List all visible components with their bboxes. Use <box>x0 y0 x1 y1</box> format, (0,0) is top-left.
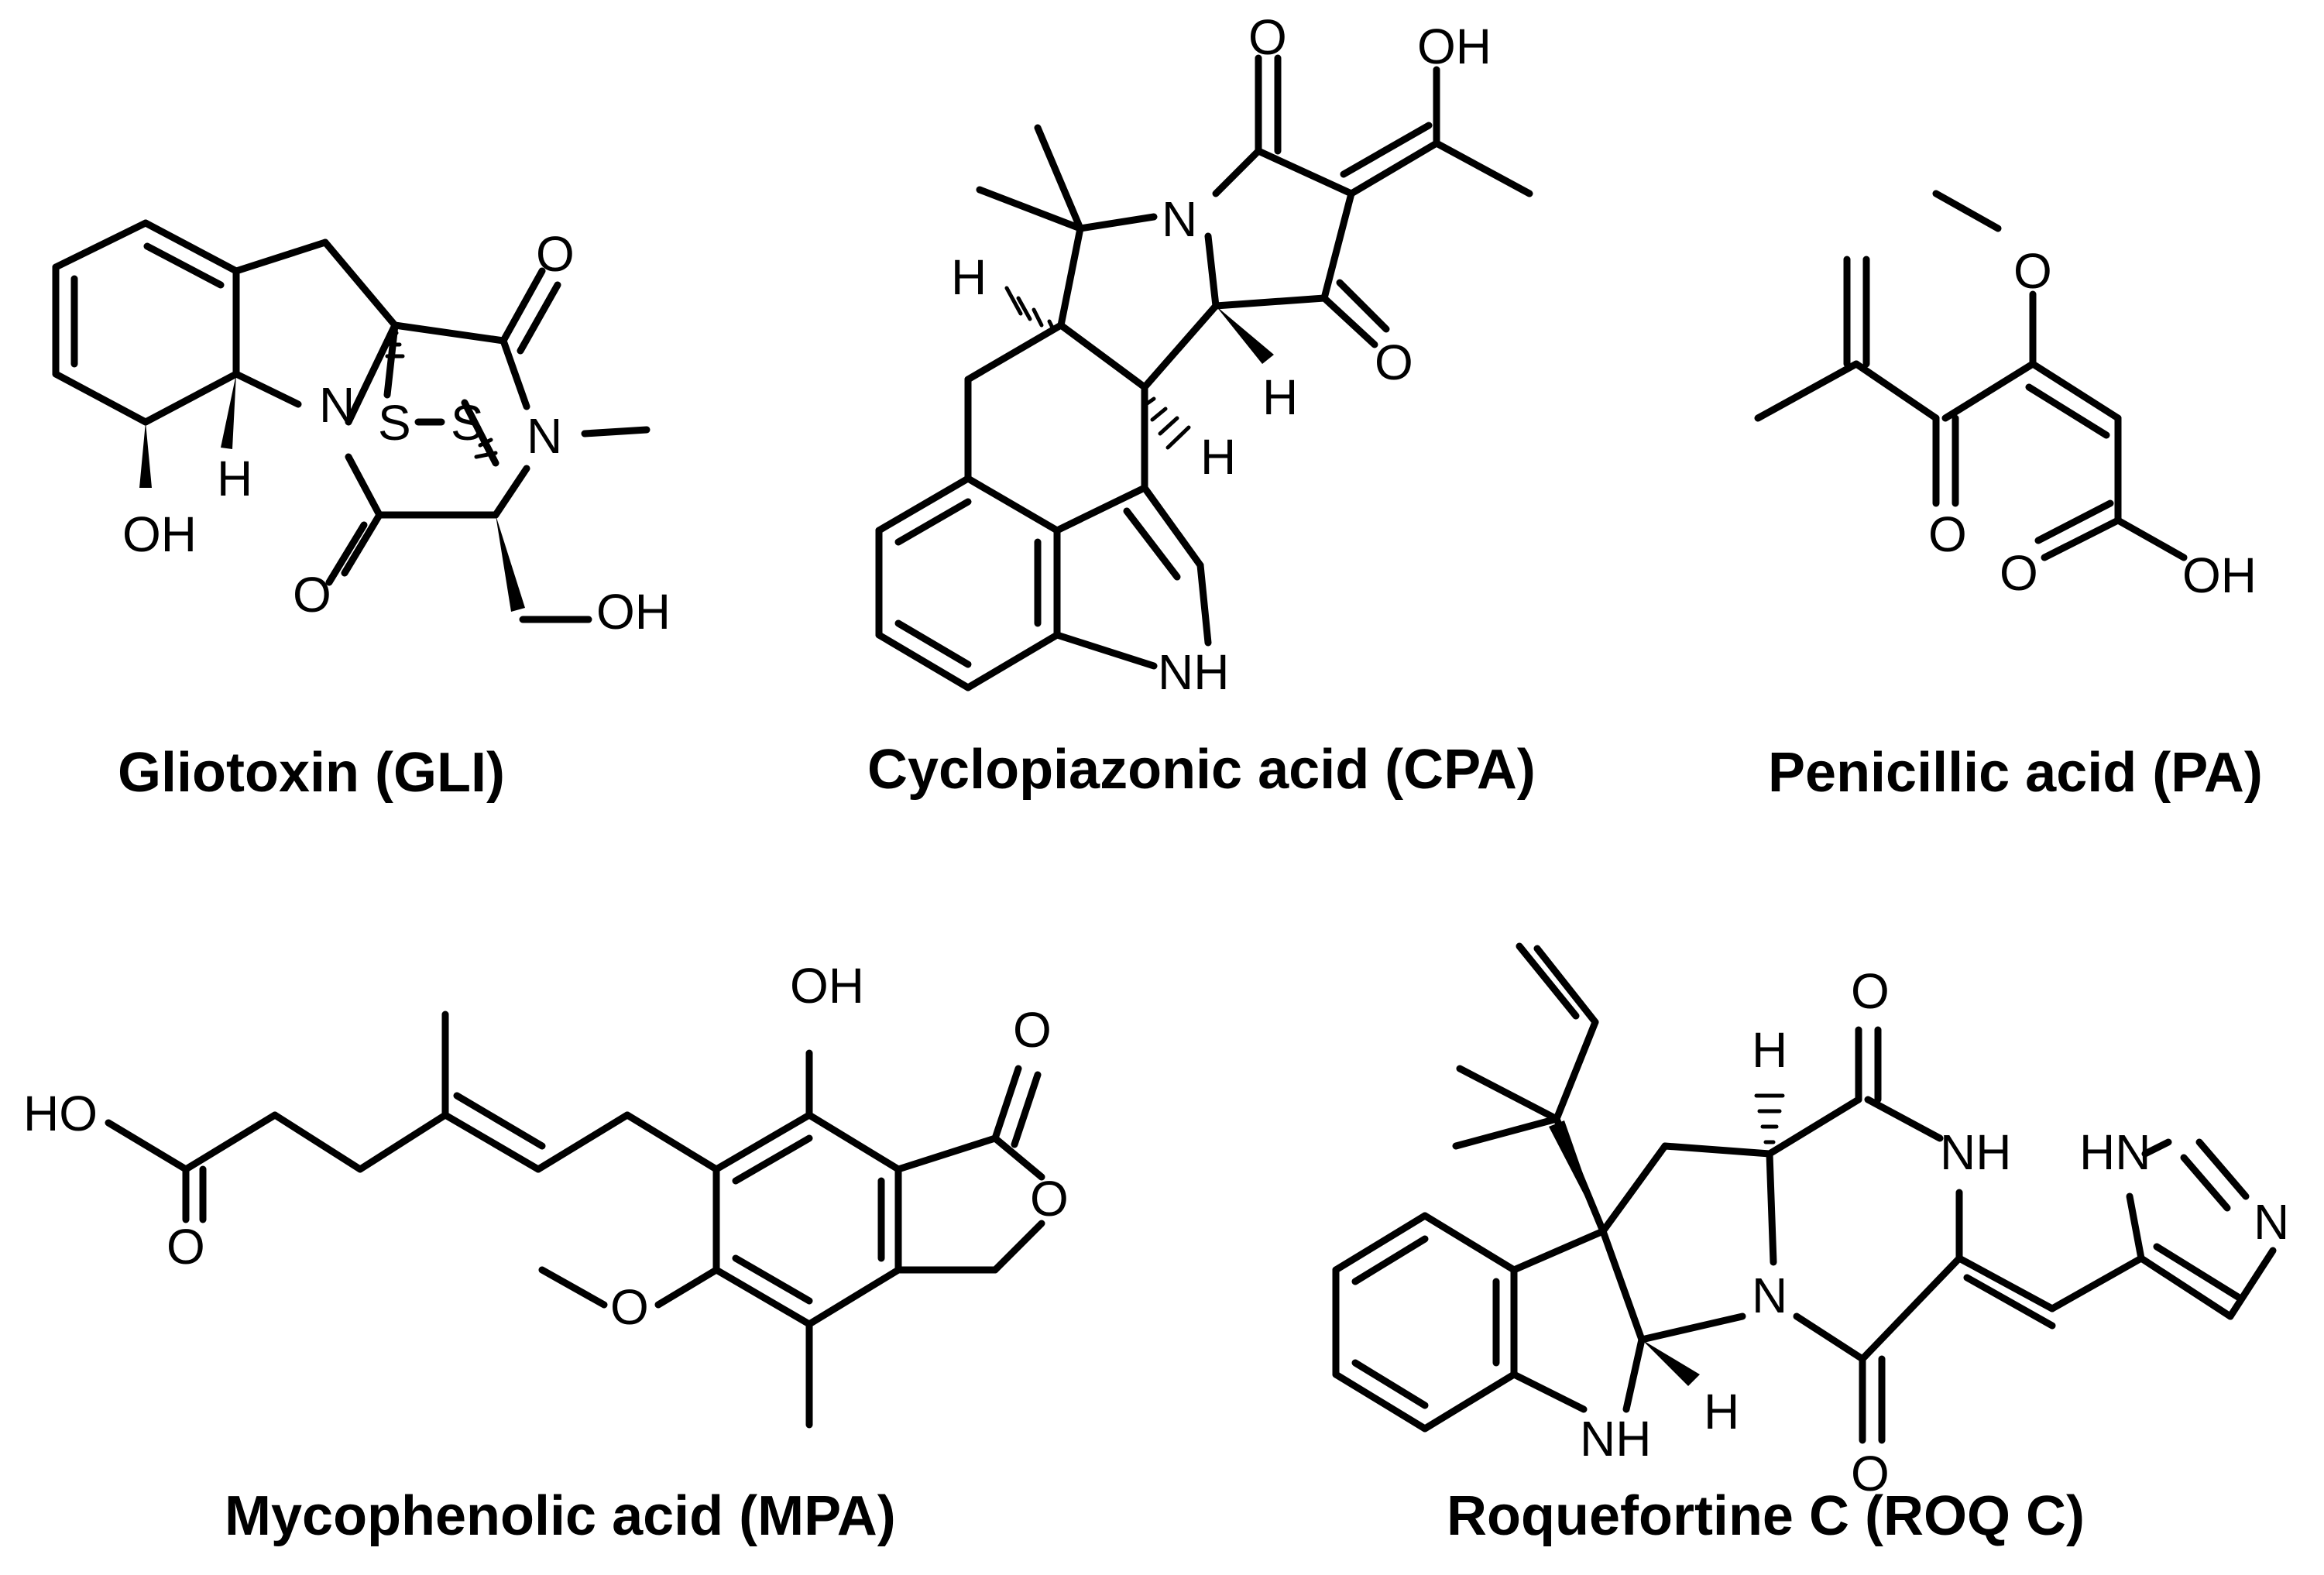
roq-atom-o2: O <box>1851 1446 1890 1501</box>
pa-atom-o-ether: O <box>2013 243 2052 299</box>
roq-wedges <box>1549 1120 1700 1386</box>
pa-structure <box>1754 190 2188 561</box>
roq-hashes <box>1754 1093 1785 1144</box>
roq-atom-n-imidazole: N <box>2254 1194 2289 1250</box>
gli-atom-h1: H <box>217 451 252 506</box>
cpa-atom-h1: H <box>951 249 987 305</box>
pa-atom-labels: O O O OH <box>1928 243 2257 603</box>
roq-atom-labels: N NH NH HN N O O H H <box>1580 963 2289 1501</box>
mpa-atom-o-lactone-ring: O <box>1030 1171 1069 1227</box>
gli-atom-n1: N <box>319 377 355 433</box>
pa-atom-oh: OH <box>2182 547 2257 603</box>
caption-roquefortine-c: Roquefortine C (ROQ C) <box>1447 1485 2085 1547</box>
roq-atom-h1: H <box>1752 1022 1787 1078</box>
gliotoxin-atom-labels: N N S S O O OH OH H <box>122 226 671 640</box>
roq-structure <box>1332 942 2277 1444</box>
gliotoxin-structure <box>52 219 651 623</box>
cpa-atom-nh: NH <box>1158 644 1229 700</box>
gli-atom-o1: O <box>536 226 575 282</box>
mpa-atom-ho: HO <box>23 1086 98 1141</box>
mpa-structure <box>105 1011 1045 1429</box>
gli-atom-oh1: OH <box>122 506 197 562</box>
cpa-atom-labels: N NH O O OH H H H <box>951 9 1492 700</box>
cpa-atom-oh: OH <box>1417 19 1492 74</box>
caption-cyclopiazonic-acid: Cyclopiazonic acid (CPA) <box>867 739 1536 801</box>
compound-captions: Gliotoxin (GLI) Cyclopiazonic acid (CPA)… <box>118 739 2263 1547</box>
gliotoxin-hashes <box>385 331 498 459</box>
cpa-atom-n1: N <box>1162 191 1197 247</box>
cpa-structure <box>875 54 1533 691</box>
cpa-wedges <box>1216 306 1274 364</box>
roq-atom-n-ring: N <box>1752 1268 1787 1323</box>
mpa-atom-oh: OH <box>790 958 864 1014</box>
cpa-atom-h2: H <box>1262 369 1298 425</box>
gli-atom-oh2: OH <box>596 584 671 640</box>
caption-mycophenolic-acid: Mycophenolic acid (MPA) <box>225 1485 896 1547</box>
caption-gliotoxin: Gliotoxin (GLI) <box>118 742 505 804</box>
roq-atom-nh-amide: NH <box>1940 1124 2011 1180</box>
roq-atom-o1: O <box>1851 963 1890 1019</box>
cpa-atom-o2: O <box>1375 335 1413 390</box>
roq-atom-hn-imidazole: HN <box>2079 1124 2151 1180</box>
gli-atom-s1: S <box>378 395 411 451</box>
cpa-atom-o1: O <box>1248 9 1287 65</box>
gli-atom-s2: S <box>451 395 484 451</box>
mpa-atom-o-acid: O <box>166 1219 205 1275</box>
caption-penicillic-acid: Penicillic acid (PA) <box>1768 742 2263 804</box>
gli-atom-o2: O <box>293 567 331 623</box>
gliotoxin-wedges <box>139 374 525 612</box>
roq-atom-nh-indole: NH <box>1580 1411 1651 1467</box>
mpa-atom-o-ether: O <box>610 1279 649 1335</box>
pa-atom-o-acid: O <box>2000 545 2038 601</box>
cpa-atom-h3: H <box>1200 429 1236 485</box>
cpa-hashes <box>1004 286 1191 450</box>
mpa-atom-o-lactone-carbonyl: O <box>1013 1002 1052 1058</box>
mpa-atom-labels: HO O OH O O O <box>23 958 1069 1335</box>
pa-atom-o-keto: O <box>1928 506 1967 562</box>
gli-atom-n2: N <box>527 408 562 464</box>
roq-atom-h2: H <box>1704 1384 1739 1439</box>
